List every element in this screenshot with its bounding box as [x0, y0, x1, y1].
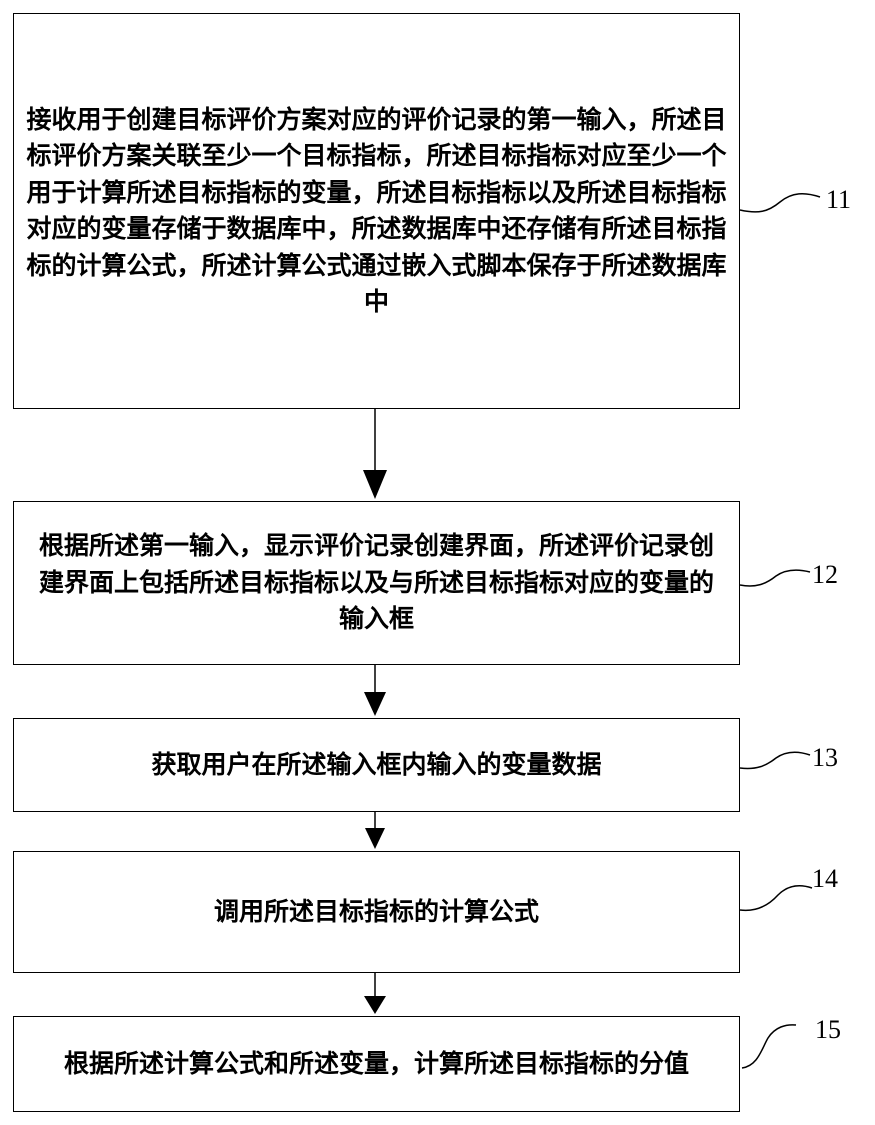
leader-12 [739, 569, 811, 587]
ref-label-12: 12 [812, 560, 838, 589]
leader-11 [739, 192, 821, 213]
step-13-text: 获取用户在所述输入框内输入的变量数据 [151, 749, 602, 779]
step-11-text: 接收用于创建目标评价方案对应的评价记录的第一输入，所述目标评价方案关联至少一个目… [26, 104, 727, 317]
step-15-text: 根据所述计算公式和所述变量，计算所述目标指标的分值 [63, 1048, 689, 1078]
arrowhead-1-2 [363, 470, 387, 499]
step-12-box: 根据所述第一输入，显示评价记录创建界面，所述评价记录创建界面上包括所述目标指标以… [13, 501, 740, 665]
step-12-text: 根据所述第一输入，显示评价记录创建界面，所述评价记录创建界面上包括所述目标指标以… [38, 531, 714, 634]
step-14-box: 调用所述目标指标的计算公式 [13, 851, 740, 973]
leader-15 [741, 1024, 797, 1069]
ref-label-15: 15 [815, 1015, 841, 1044]
ref-label-14: 14 [812, 864, 838, 893]
step-13-box: 获取用户在所述输入框内输入的变量数据 [13, 718, 740, 812]
arrowhead-3-4 [365, 828, 385, 849]
arrowhead-2-3 [364, 692, 386, 716]
ref-label-13: 13 [812, 743, 838, 772]
leader-14 [739, 885, 813, 912]
leader-13 [739, 751, 811, 770]
ref-label-11: 11 [826, 185, 852, 214]
step-14-text: 调用所述目标指标的计算公式 [213, 896, 539, 926]
step-11-box: 接收用于创建目标评价方案对应的评价记录的第一输入，所述目标评价方案关联至少一个目… [13, 13, 740, 409]
arrowhead-4-5 [364, 996, 386, 1014]
step-15-box: 根据所述计算公式和所述变量，计算所述目标指标的分值 [13, 1016, 740, 1112]
